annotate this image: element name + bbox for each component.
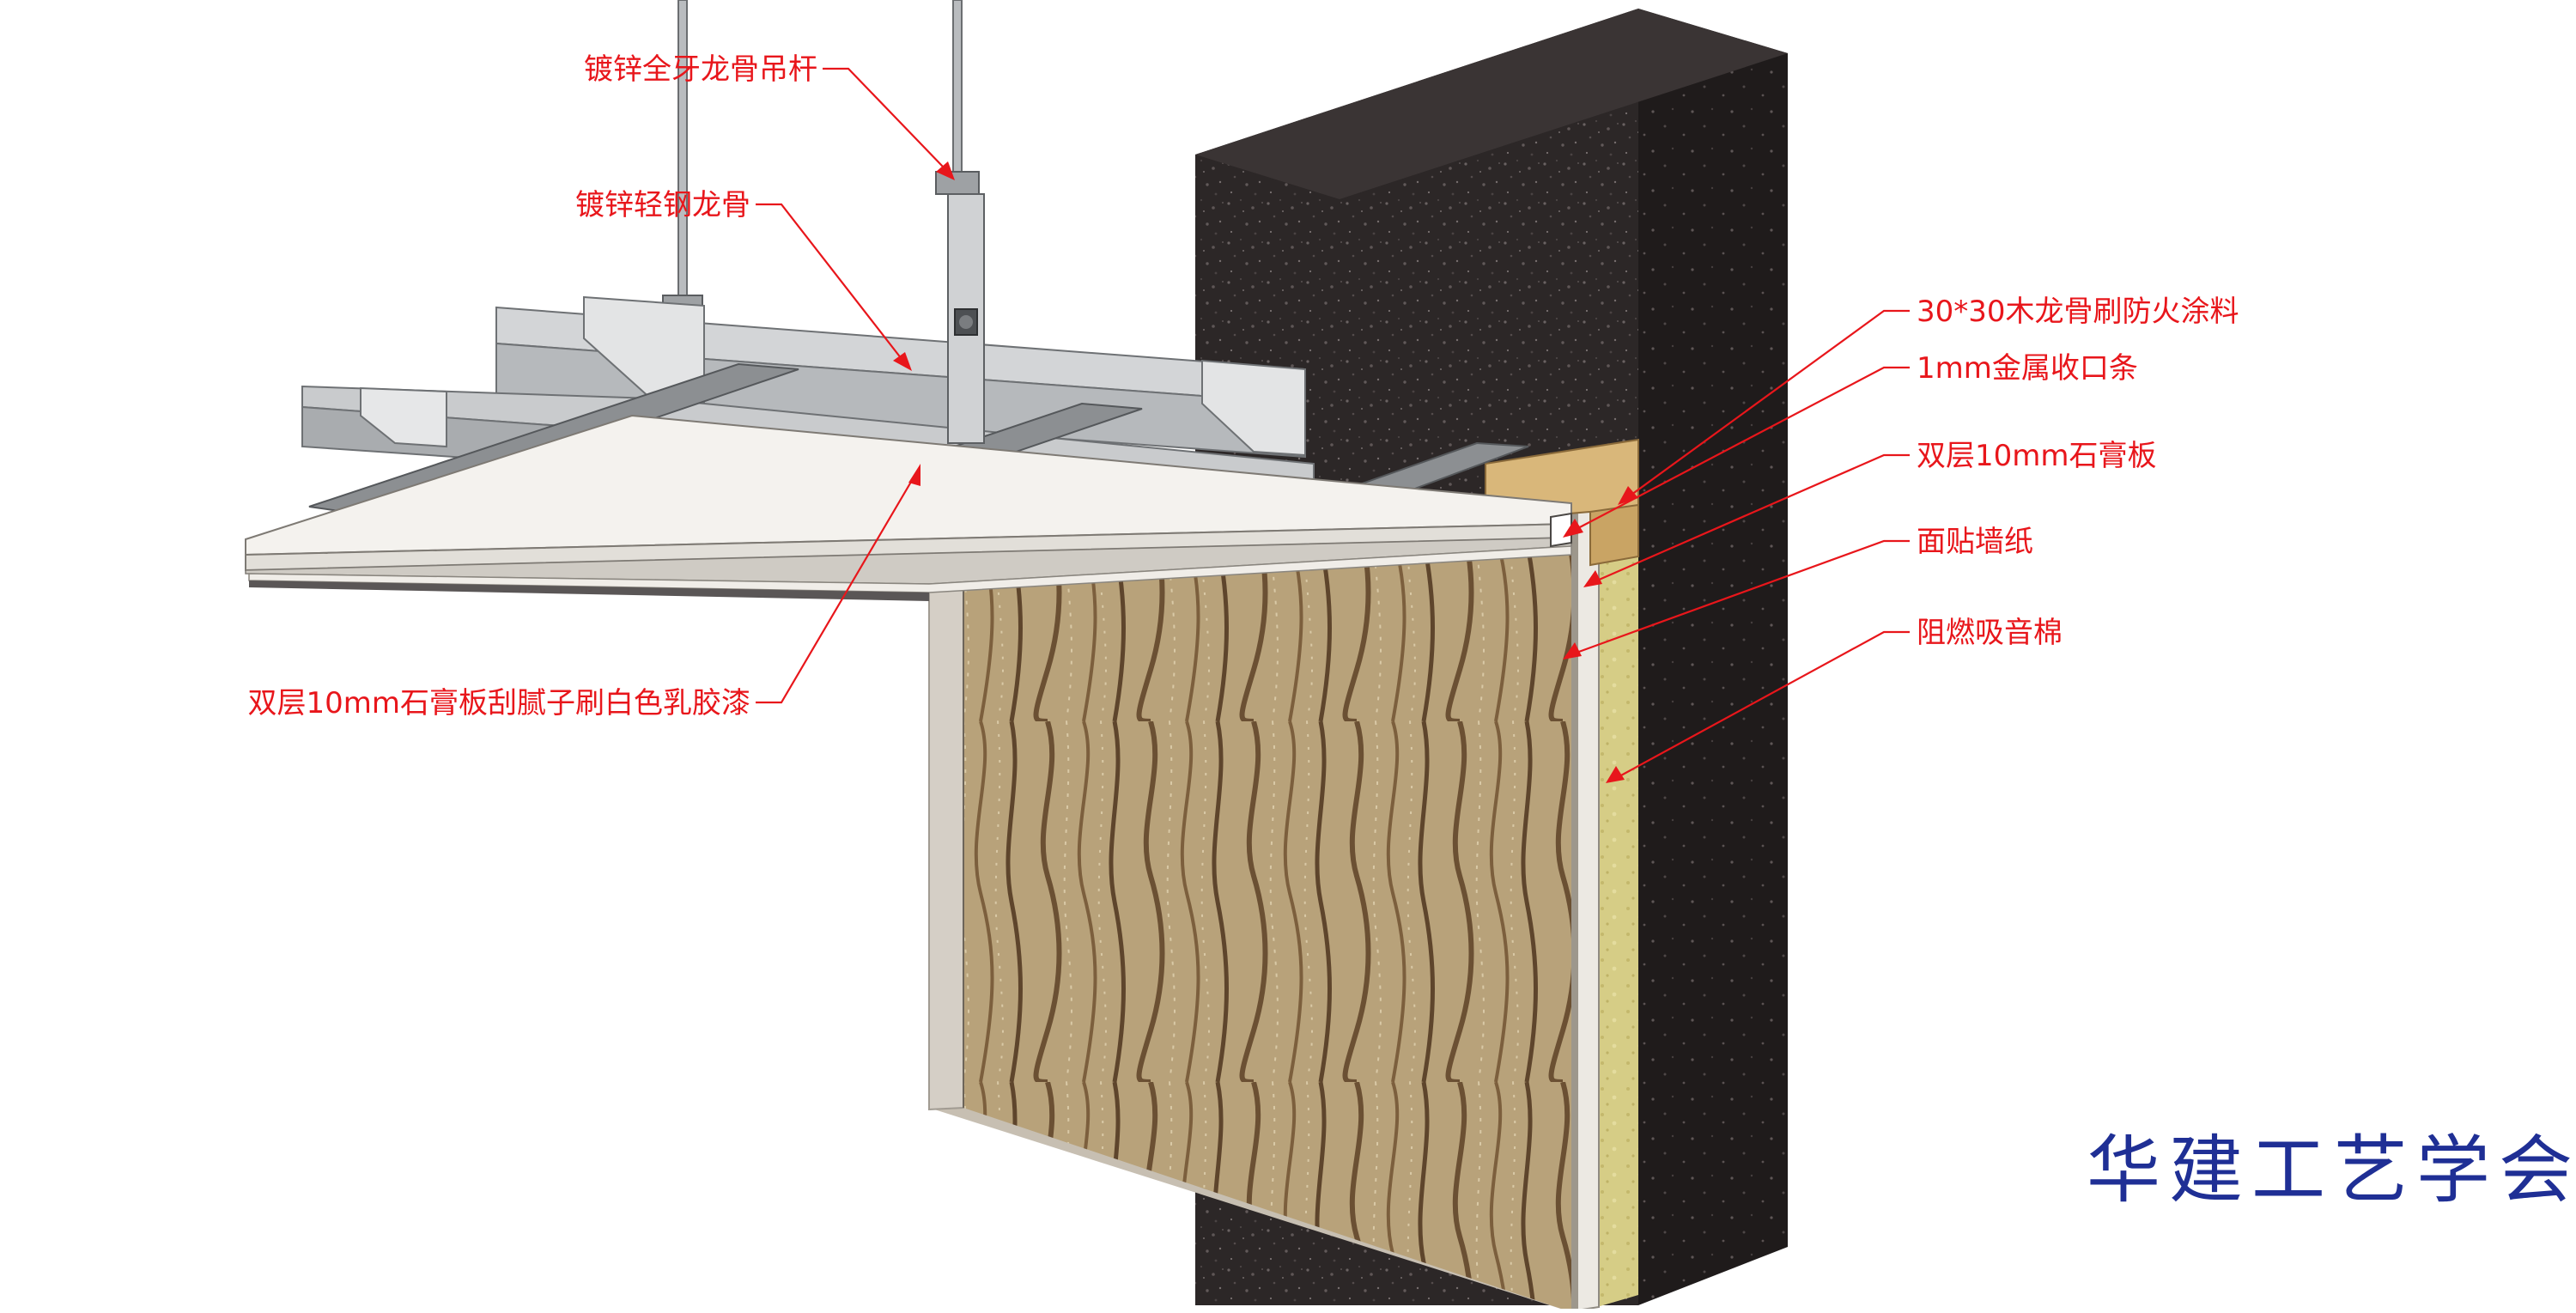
label-insulation: 阻燃吸音棉 (1917, 616, 2063, 650)
leader-insulation (1619, 630, 1910, 777)
concrete-wall-top (1195, 9, 1788, 199)
wallpaper-wall (928, 507, 1571, 1312)
leader-light-steel-keel (756, 203, 902, 360)
metal-trim-strip (1550, 512, 1572, 548)
watermark-text: 华建工艺学会 (2087, 1128, 2576, 1213)
label-wall-board: 双层10mm石膏板 (1917, 439, 2157, 473)
wall-layers (1568, 469, 1638, 1312)
hanger-rod-left (677, 0, 688, 310)
leader-metal-trim (1576, 366, 1910, 530)
label-hanger-rod: 镀锌全牙龙骨吊杆 (584, 52, 817, 87)
wall-end-edge (928, 579, 964, 1111)
leader-hanger-rod (823, 67, 944, 167)
leader-lines (756, 67, 1910, 783)
leader-wood-keel (1631, 309, 1910, 495)
label-ceiling-board: 双层10mm石膏板刮腻子刷白色乳胶漆 (247, 686, 750, 720)
label-light-steel-keel: 镀锌轻钢龙骨 (575, 188, 750, 222)
concrete-wall-side (1638, 9, 1788, 1305)
hanger-rods (662, 0, 980, 315)
label-metal-trim: 1mm金属收口条 (1917, 351, 2138, 386)
label-wallpaper: 面贴墙纸 (1917, 525, 2033, 559)
label-wood-keel: 30*30木龙骨刷防火涂料 (1917, 295, 2239, 329)
insulation-layer (1597, 469, 1638, 1307)
callout-labels: 镀锌全牙龙骨吊杆 镀锌轻钢龙骨 双层10mm石膏板刮腻子刷白色乳胶漆 30*30… (247, 52, 2239, 720)
wall-gypsum-board (1576, 479, 1600, 1312)
leader-wall-board (1596, 453, 1910, 582)
ceiling-board-underside (249, 581, 929, 601)
leader-wallpaper (1576, 539, 1910, 654)
leader-ceiling-board (756, 477, 914, 704)
wallpaper-surface (963, 510, 1571, 1312)
